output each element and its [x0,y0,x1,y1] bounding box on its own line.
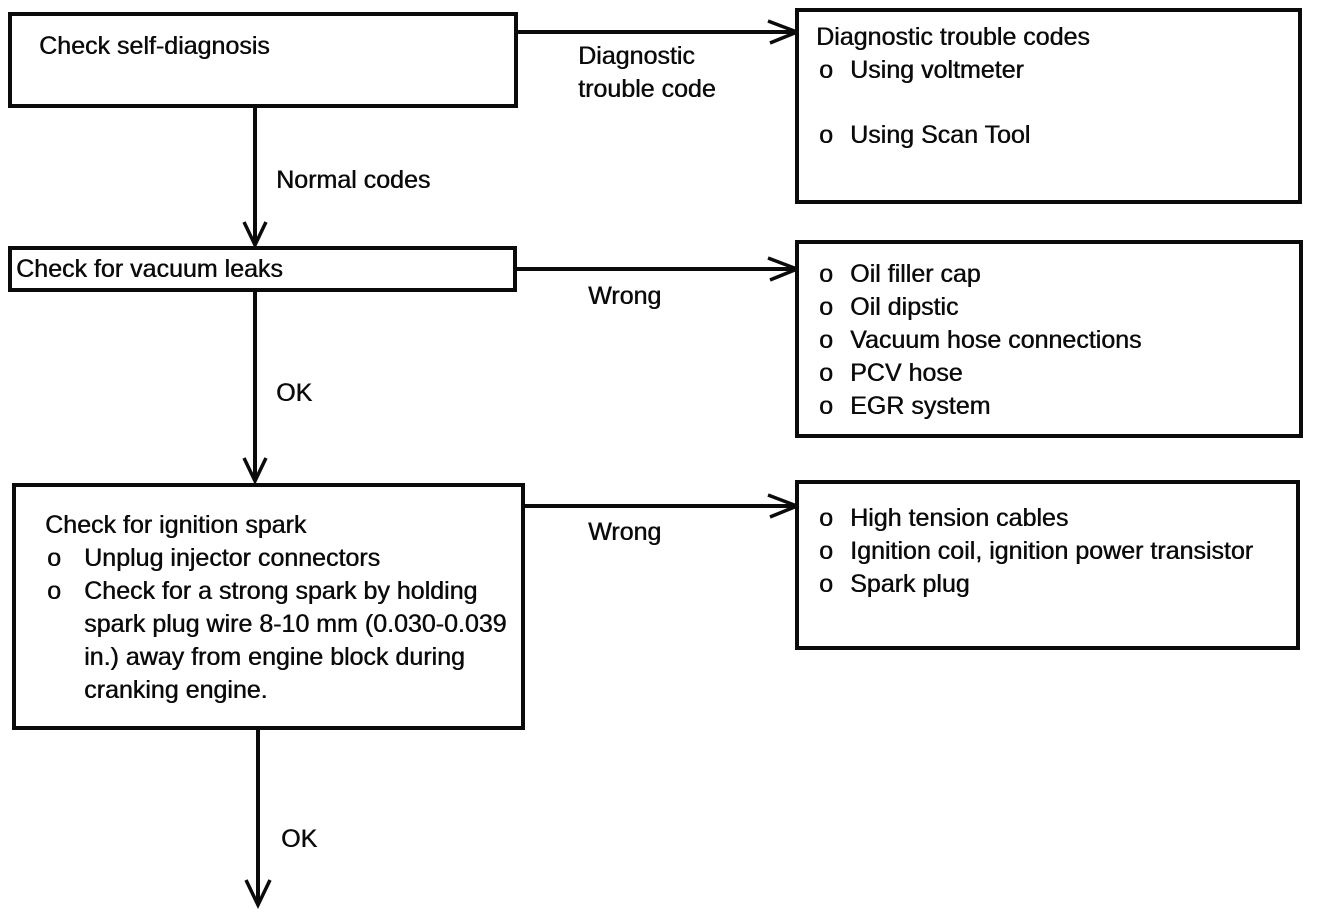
list-item: o Oil dipstic [816,291,1289,324]
list-item: o Unplug injector connectors [45,542,509,575]
list-item: o Ignition coil, ignition power transist… [816,535,1276,568]
arrow-self-diagnosis-to-vacuum [242,106,268,250]
node-check-ignition-spark: Check for ignition spark o Unplug inject… [12,483,525,730]
bullet-marker: o [819,121,833,149]
list-item-text: Oil filler cap [850,260,981,288]
node-title: Check for ignition spark [45,511,307,539]
edge-label-diagnostic-trouble-code: Diagnostic trouble code [578,42,716,103]
bullet-marker: o [819,537,833,565]
bullet-marker: o [819,570,833,598]
list-item: o Check for a strong spark by holding sp… [45,575,509,707]
list-item-text: Vacuum hose connections [850,326,1142,354]
bullet-marker: o [819,326,833,354]
bullet-marker: o [47,577,61,605]
list-item: o Spark plug [816,568,1276,601]
bullet-marker: o [819,56,833,84]
list-item: o Oil filler cap [816,258,1289,291]
list-item-text: PCV hose [850,359,963,387]
list-item-text: Unplug injector connectors [84,544,380,572]
list-item: o High tension cables [816,502,1276,535]
list-item-text: Oil dipstic [850,293,959,321]
edge-label-ok-ignition: OK [281,825,318,853]
bullet-marker: o [819,359,833,387]
edge-label-wrong-vacuum: Wrong [588,282,662,310]
bullet-marker: o [819,260,833,288]
edge-label-ok-vacuum: OK [276,379,313,407]
node-ignition-check-list: o High tension cables o Ignition coil, i… [795,480,1300,650]
list-item-text: High tension cables [850,504,1069,532]
bullet-marker: o [819,293,833,321]
node-title: Diagnostic trouble codes [816,23,1090,51]
list-item-text: Check for a strong spark by holding spar… [84,577,507,704]
list-item: o Using voltmeter [816,54,1288,87]
edge-label-normal-codes: Normal codes [276,166,431,194]
list-item: o EGR system [816,390,1289,423]
bullet-marker: o [819,504,833,532]
arrow-vacuum-to-ignition [242,290,268,486]
bullet-marker: o [47,544,61,572]
list-item-text: EGR system [850,392,991,420]
list-item-text: Using voltmeter [850,56,1024,84]
list-item-text: Ignition coil, ignition power transistor [850,537,1253,565]
edge-label-wrong-ignition: Wrong [588,518,662,546]
node-title: Check for vacuum leaks [16,255,283,283]
node-title: Check self-diagnosis [39,32,270,60]
arrow-ignition-ok-continue [244,728,272,910]
node-diagnostic-trouble-codes: Diagnostic trouble codes o Using voltmet… [795,8,1302,204]
list-item: o Using Scan Tool [816,119,1288,152]
list-item-text: Using Scan Tool [850,121,1031,149]
bullet-marker: o [819,392,833,420]
node-check-vacuum-leaks: Check for vacuum leaks [8,246,517,292]
list-item: o Vacuum hose connections [816,324,1289,357]
node-check-self-diagnosis: Check self-diagnosis [8,12,518,108]
list-item: o PCV hose [816,357,1289,390]
list-item-text: Spark plug [850,570,970,598]
node-vacuum-check-list: o Oil filler cap o Oil dipstic o Vacuum … [795,240,1303,438]
